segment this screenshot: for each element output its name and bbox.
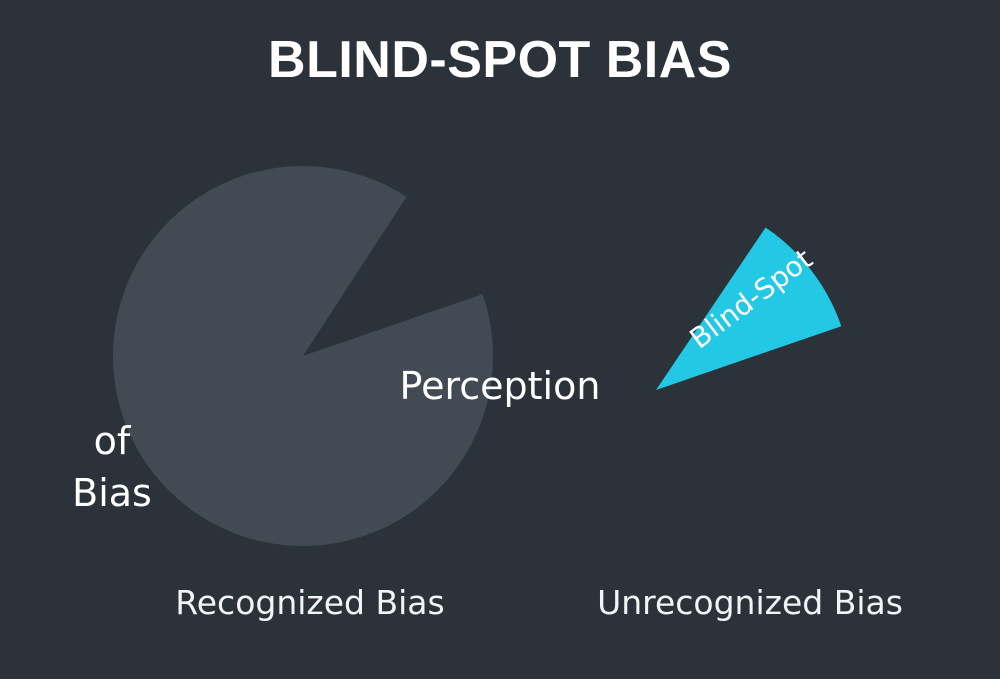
pie-slice-recognized-bias[interactable] [112,166,493,547]
page-title: BLIND-SPOT BIAS [268,31,732,89]
category-label-recognized-bias: Recognized Bias [175,583,445,622]
pie-slice-blind-spot[interactable] [656,227,842,391]
category-label-unrecognized-bias: Unrecognized Bias [597,583,903,622]
